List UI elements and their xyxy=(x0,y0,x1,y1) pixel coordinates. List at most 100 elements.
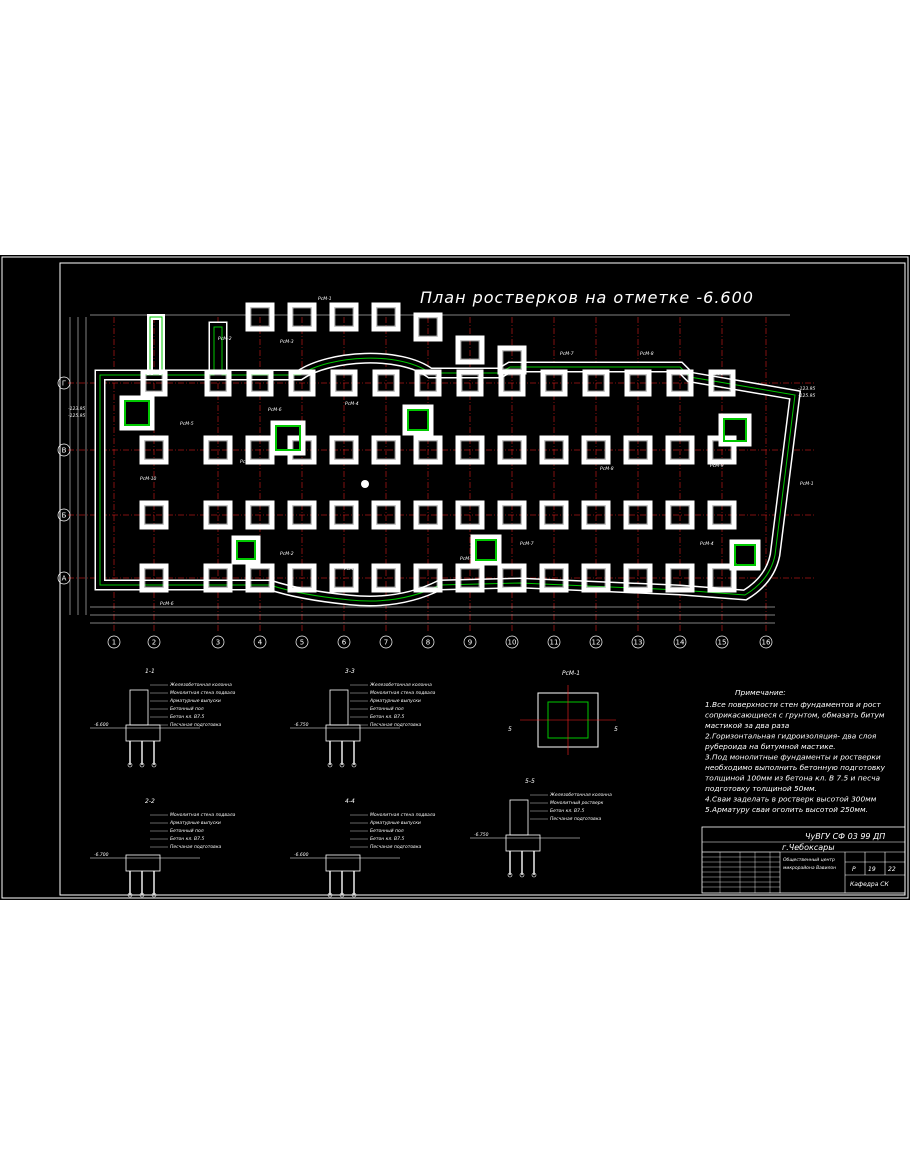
pile-cap-inner xyxy=(208,505,228,525)
pile-cap-inner xyxy=(461,374,479,392)
axis-number-12: 12 xyxy=(592,639,601,647)
pile-cap-inner xyxy=(209,374,227,392)
pile-cap-inner xyxy=(250,440,270,460)
pile-cap-top-3-inner xyxy=(376,307,396,327)
section-pile-tip xyxy=(351,762,357,768)
pile-cap xyxy=(539,435,569,465)
section-grillage xyxy=(505,834,541,852)
outer-frame xyxy=(1,256,909,899)
section-label: Железобетонная колонна xyxy=(369,682,432,688)
pile-cap-inner xyxy=(144,568,164,588)
axis-bubble-13 xyxy=(631,635,645,649)
pile-cap xyxy=(139,435,169,465)
monolith-foundation-4 xyxy=(231,535,261,565)
pile-cap xyxy=(623,563,653,593)
pile-cap xyxy=(497,500,527,530)
pile-cap-top-4 xyxy=(413,312,443,342)
pile-cap xyxy=(203,435,233,465)
stamp-sheet: 19 xyxy=(868,866,876,873)
section-pile-tip xyxy=(127,762,133,768)
pile-cap xyxy=(413,563,443,593)
note-line: соприкасающиеся с грунтом, обмазать биту… xyxy=(705,711,885,720)
pile-cap xyxy=(581,563,611,593)
section-level: -6.600 xyxy=(94,722,109,728)
inner-frame xyxy=(59,262,906,896)
plan-title: План ростверков на отметке -6.600 xyxy=(420,288,754,307)
pile-cap xyxy=(288,369,316,397)
pile-cap-top-0-inner xyxy=(250,307,270,327)
section-label: Арматурные выпуски xyxy=(169,698,221,704)
axis-bubble-14 xyxy=(673,635,687,649)
pile-cap-inner xyxy=(670,505,690,525)
axis-number-7: 7 xyxy=(384,639,388,647)
pile-cap xyxy=(540,369,568,397)
section-pile-tip xyxy=(151,762,157,768)
pile-cap-top-4-inner xyxy=(418,317,438,337)
axis-number-8: 8 xyxy=(426,639,430,647)
stamp-code: ЧуВГУ СФ 03 99 ДП xyxy=(805,832,885,841)
pile-cap-inner xyxy=(544,505,564,525)
detail-cut-left: 5 xyxy=(508,726,512,733)
section-pile-tip xyxy=(531,872,537,878)
pile-cap-inner xyxy=(671,374,689,392)
pile-cap-inner xyxy=(502,568,522,588)
axis-bubble-А xyxy=(57,571,71,585)
section-label: Монолитный ростверк xyxy=(550,800,604,806)
pile-cap-inner xyxy=(251,374,269,392)
section-level: -6.750 xyxy=(474,832,489,838)
section-label: Арматурные выпуски xyxy=(169,820,221,826)
section-pile-tip xyxy=(327,892,333,898)
pile-cap-inner xyxy=(460,505,480,525)
monolith-foundation-inner-1 xyxy=(275,425,301,451)
pile-cap-inner xyxy=(208,568,228,588)
level-label-left: -125.95 xyxy=(68,413,86,419)
pile-cap-inner xyxy=(628,505,648,525)
pile-cap-inner xyxy=(629,374,647,392)
pile-cap xyxy=(497,563,527,593)
pile-cap-top-2 xyxy=(329,302,359,332)
pile-cap xyxy=(623,500,653,530)
axis-bubble-15 xyxy=(715,635,729,649)
axis-bubble-В xyxy=(57,443,71,457)
pile-cap-top-5 xyxy=(455,335,485,365)
pile-cap xyxy=(204,369,232,397)
pile-cap-top-5-inner xyxy=(460,340,480,360)
pile-cap xyxy=(329,500,359,530)
pile-cap xyxy=(665,435,695,465)
note-line: 5.Арматуру сваи оголить высотой 250мм. xyxy=(705,805,868,814)
section-label: Бетон кл. В7.5 xyxy=(170,836,204,842)
section-pile-tip xyxy=(127,892,133,898)
pile-cap-inner xyxy=(376,568,396,588)
monolith-foundation-3 xyxy=(718,413,752,447)
level-label-right: -125.95 xyxy=(798,393,816,399)
axis-number-14: 14 xyxy=(676,639,685,647)
pile-cap-inner xyxy=(713,374,731,392)
pile-cap-inner xyxy=(418,440,438,460)
axis-number-4: 4 xyxy=(258,639,263,647)
pile-cap xyxy=(582,369,610,397)
grillage-label: РсМ-3 xyxy=(460,556,474,562)
pile-cap-inner xyxy=(418,505,438,525)
pile-cap-inner xyxy=(293,374,311,392)
pile-cap-inner xyxy=(144,505,164,525)
pile-cap-inner xyxy=(502,505,522,525)
section-label: Железобетонная колонна xyxy=(549,792,612,798)
pile-cap-inner xyxy=(208,440,228,460)
stamp-org: Кафедра СК xyxy=(850,881,889,888)
pile-cap xyxy=(287,563,317,593)
pile-cap-inner xyxy=(544,440,564,460)
section-label: Песчаная подготовка xyxy=(170,722,222,728)
section-grillage xyxy=(125,724,161,742)
stamp-project: Общественный центр xyxy=(783,857,835,863)
stamp-sheets: 22 xyxy=(888,866,896,873)
axis-bubble-11 xyxy=(547,635,561,649)
stamp-project-2: микрорайона Вавилон xyxy=(783,865,836,871)
note-line: 2.Горизонтальная гидроизоляция- два слоя xyxy=(705,732,877,741)
axis-number-15: 15 xyxy=(718,639,727,647)
pile-cap xyxy=(413,435,443,465)
pile-cap-inner xyxy=(670,568,690,588)
pile-cap xyxy=(581,435,611,465)
